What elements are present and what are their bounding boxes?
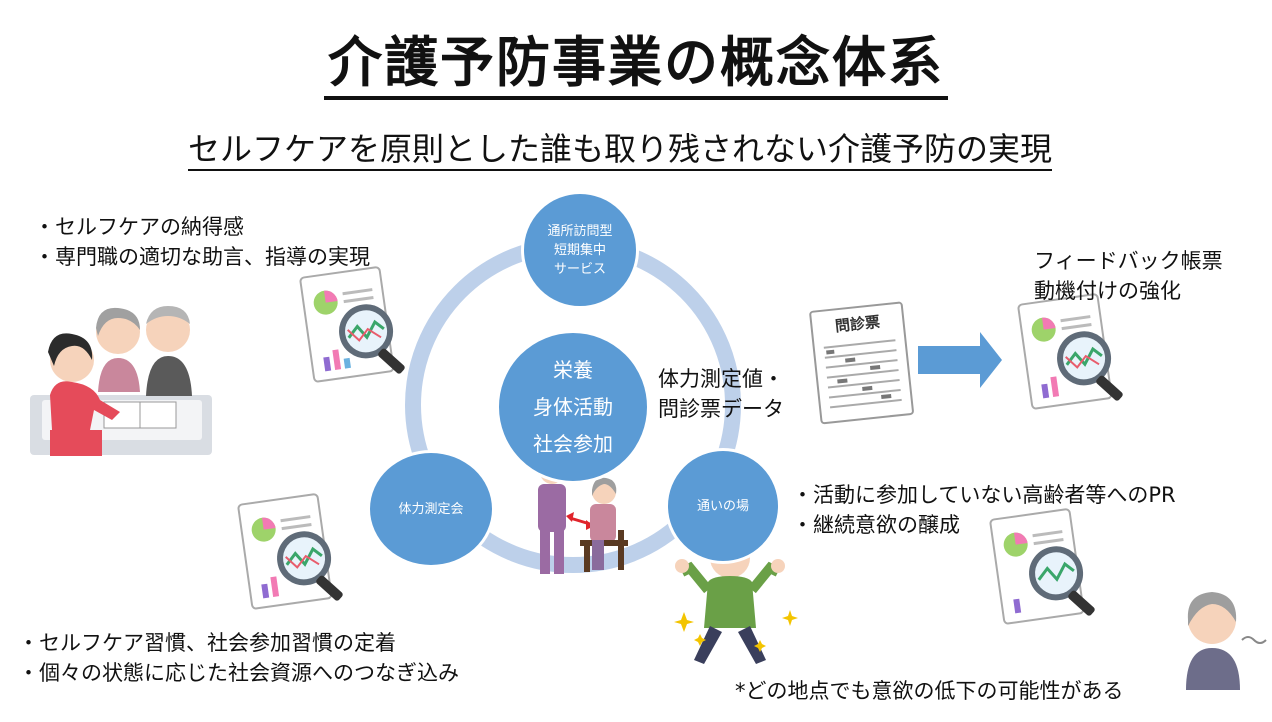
note-footnote: *どの地点でも意欲の低下の可能性がある <box>735 676 1124 706</box>
node-short-term-service-line-3: サービス <box>553 261 606 277</box>
note-bottom-left-line-1: ・セルフケア習慣、社会参加習慣の定着 <box>18 631 396 655</box>
questionnaire-form-illustration: 問診票 <box>809 301 914 425</box>
report-chart-illustration-1 <box>299 266 405 383</box>
node-core-nutrition: 栄養 <box>553 357 593 382</box>
tired-elderly-illustration <box>1186 592 1267 690</box>
node-core-physical-activity: 身体活動 <box>533 394 613 419</box>
page-title: 介護予防事業の概念体系 <box>0 30 1272 100</box>
note-right-mid-line-1: ・活動に参加していない高齢者等へのPR <box>792 483 1176 507</box>
note-feedback-line-2: 動機付けの強化 <box>1034 279 1181 303</box>
node-community-place-label: 通いの場 <box>696 498 749 514</box>
page-title-text: 介護予防事業の概念体系 <box>324 31 948 100</box>
feedback-arrow <box>918 332 1002 388</box>
note-data-label-line-2: 問診票データ <box>658 397 784 421</box>
note-footnote-text: *どの地点でも意欲の低下の可能性がある <box>735 679 1124 703</box>
consultation-illustration <box>30 306 212 456</box>
note-feedback: フィードバック帳票 動機付けの強化 <box>1034 246 1223 306</box>
note-top-left: ・セルフケアの納得感 ・専門職の適切な助言、指導の実現 <box>34 212 370 272</box>
node-core-social-participation: 社会参加 <box>533 431 613 456</box>
note-data-label-line-1: 体力測定値・ <box>658 367 784 391</box>
node-fitness-measurement: 体力測定会 <box>367 450 495 568</box>
note-top-left-line-1: ・セルフケアの納得感 <box>34 215 244 239</box>
report-chart-illustration-2 <box>237 493 343 610</box>
report-chart-illustration-3 <box>1017 293 1123 410</box>
node-short-term-service-line-2: 短期集中 <box>553 242 606 258</box>
note-feedback-line-1: フィードバック帳票 <box>1034 249 1223 273</box>
page-subtitle-text: セルフケアを原則とした誰も取り残されない介護予防の実現 <box>187 130 1052 171</box>
node-fitness-measurement-label: 体力測定会 <box>398 501 464 517</box>
node-community-place: 通いの場 <box>665 448 781 564</box>
node-short-term-service: 通所訪問型 短期集中 サービス <box>521 191 639 309</box>
page-subtitle: セルフケアを原則とした誰も取り残されない介護予防の実現 <box>0 128 1240 171</box>
node-core-activities: 栄養 身体活動 社会参加 <box>496 330 650 484</box>
note-data-label: 体力測定値・ 問診票データ <box>658 364 784 424</box>
note-bottom-left-line-2: ・個々の状態に応じた社会資源へのつなぎ込み <box>18 661 459 685</box>
note-bottom-left: ・セルフケア習慣、社会参加習慣の定着 ・個々の状態に応じた社会資源へのつなぎ込み <box>18 628 459 688</box>
report-chart-illustration-4 <box>989 508 1095 625</box>
questionnaire-form-title: 問診票 <box>834 313 881 336</box>
note-right-mid-line-2: ・継続意欲の醸成 <box>792 513 960 537</box>
note-right-mid: ・活動に参加していない高齢者等へのPR ・継続意欲の醸成 <box>792 480 1176 540</box>
node-short-term-service-line-1: 通所訪問型 <box>547 223 613 239</box>
note-top-left-line-2: ・専門職の適切な助言、指導の実現 <box>34 245 370 269</box>
